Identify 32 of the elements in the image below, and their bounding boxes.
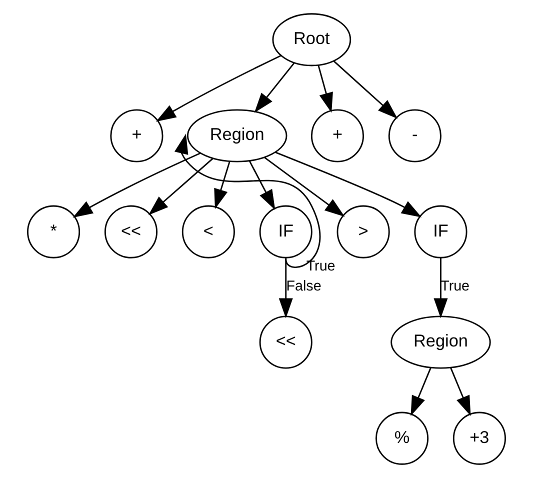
node-circle: % [375,412,429,465]
node-circle: IF [259,205,312,258]
arrow [72,152,200,218]
arrow [264,156,345,217]
arrow [174,134,320,268]
arrow [249,160,276,210]
edge-label: True [306,258,336,275]
arrow [156,54,282,122]
node-ellipse: Root [272,13,352,66]
node-circle: << [104,205,158,258]
node-circle: * [27,205,80,258]
node-circle: - [388,109,442,162]
arrow [410,367,432,416]
node-circle: +3 [452,412,506,465]
arrow [214,161,230,210]
node-circle: > [336,205,390,258]
node-circle: < [182,205,235,258]
node-circle: IF [414,205,468,258]
arrow [318,64,333,113]
arrow [254,62,295,113]
node-ellipse: Region [390,316,491,369]
node-ellipse: Region [186,109,288,162]
node-circle: + [110,109,164,162]
arrow [275,152,422,218]
edge-label: False [286,278,322,295]
arrow [450,367,471,416]
arrow [334,60,398,119]
arrow [148,158,214,216]
arrow [434,258,448,318]
node-circle: + [310,109,364,162]
node-circle: << [259,316,312,369]
arrow [278,258,293,318]
